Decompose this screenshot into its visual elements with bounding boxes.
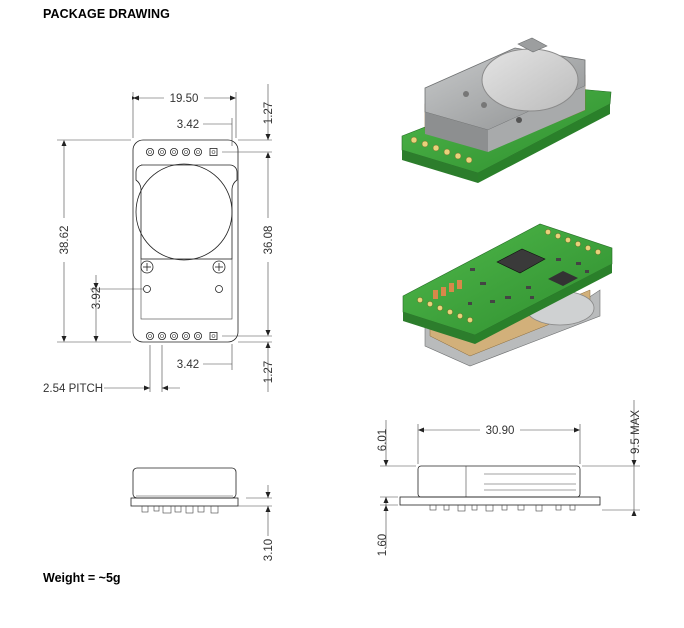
top-pin-row xyxy=(145,147,218,156)
module-outline xyxy=(132,139,239,343)
lower-panel xyxy=(140,258,233,320)
dim-module-height: 6.01 xyxy=(377,429,389,451)
coin-cell-circle xyxy=(135,163,233,261)
dim-edge-bottom: 1.27 xyxy=(263,361,275,383)
side-view-long: 30.90 6.01 1.60 9.5 MAX xyxy=(377,400,642,556)
dim-inner-height: 36.08 xyxy=(263,226,275,255)
top-view: 19.50 3.42 1.27 38.62 3.92 36.08 3.42 xyxy=(43,84,275,395)
dim-pin-offset-top: 3.42 xyxy=(177,119,199,131)
mount-hole-right xyxy=(215,285,223,293)
dim-height: 38.62 xyxy=(59,226,71,255)
mount-hole-left xyxy=(143,285,151,293)
dim-max-height: 9.5 MAX xyxy=(630,410,642,454)
dim-pin-length: 3.10 xyxy=(263,539,275,561)
render-top-iso xyxy=(401,37,612,183)
side-view-end: 3.10 xyxy=(130,467,275,561)
dim-width: 19.50 xyxy=(170,93,199,105)
dim-pin-offset-bottom: 3.42 xyxy=(177,359,199,371)
page-title: PACKAGE DRAWING xyxy=(43,7,170,21)
screw-left xyxy=(140,260,154,274)
dim-hole-offset: 3.92 xyxy=(91,287,103,309)
dim-pcb-thickness: 1.60 xyxy=(377,534,389,556)
module-inner-outline xyxy=(135,164,238,260)
weight-label: Weight = ~5g xyxy=(43,571,121,585)
render-bottom-iso xyxy=(402,223,613,367)
screw-right xyxy=(212,260,226,274)
bottom-pin-row xyxy=(145,331,218,340)
dim-edge-top: 1.27 xyxy=(263,102,275,124)
dim-side-length: 30.90 xyxy=(486,425,515,437)
dim-pitch: 2.54 PITCH xyxy=(43,383,103,395)
